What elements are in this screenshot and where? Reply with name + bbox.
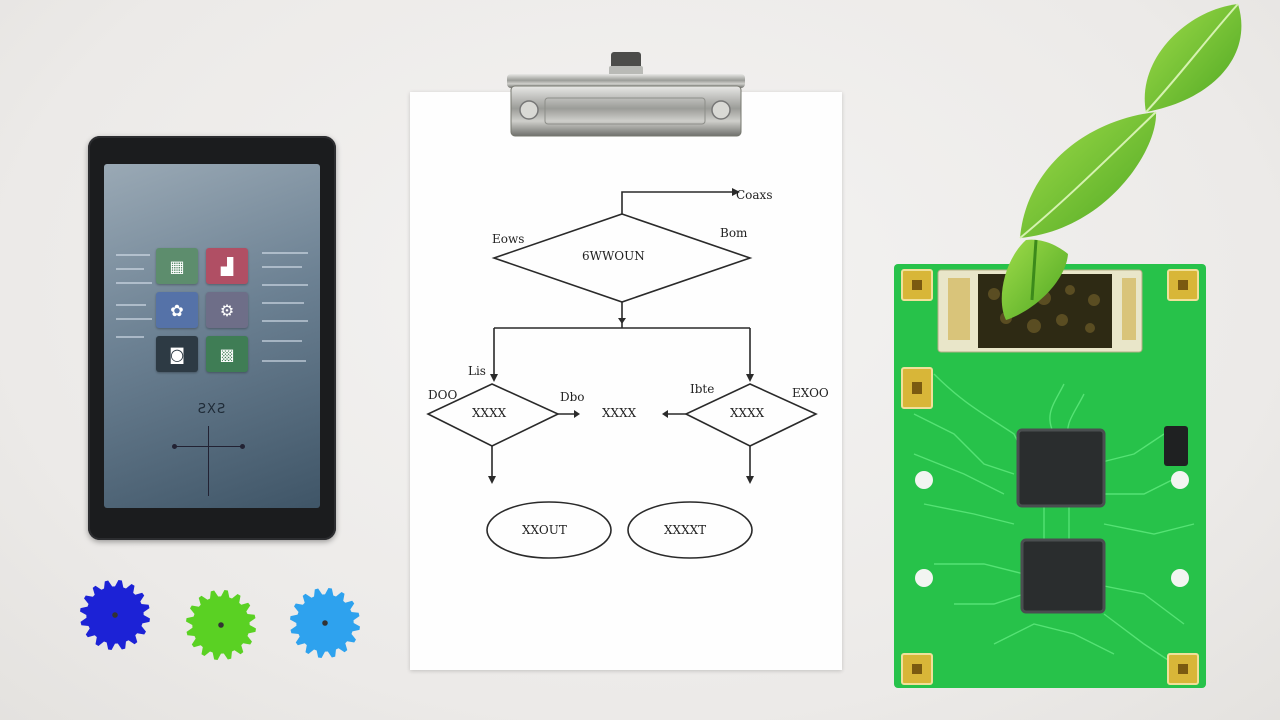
camera-icon[interactable]: ◙ <box>156 336 198 372</box>
gear-green-icon <box>186 590 256 660</box>
right-decision-right-label: EXOO <box>792 386 829 400</box>
top-right-side-label: Bom <box>720 226 748 240</box>
decision-top-text: 6WWOUN <box>582 249 645 263</box>
terminal-right-text: XXXXT <box>664 523 707 537</box>
terminal-left-text: XXOUT <box>522 523 567 537</box>
chip-top <box>1016 428 1106 508</box>
middle-text: XXXX <box>602 406 637 420</box>
circuit-board <box>894 264 1206 688</box>
flower-icon[interactable]: ✿ <box>156 292 198 328</box>
screen-label: ƧXƧ <box>197 402 227 417</box>
left-arrow-label: Lis <box>468 364 486 378</box>
gear-icon[interactable]: ⚙ <box>206 292 248 328</box>
chip-bottom <box>1020 538 1106 614</box>
tablet: ▦ ▟ ✿ ⚙ ◙ ▩ ƧXƧ <box>88 136 336 540</box>
crosshair-horizontal <box>174 446 244 447</box>
left-decision-left-label: DOO <box>428 388 458 402</box>
right-decision-text: XXXX <box>730 406 765 420</box>
flowchart-lines <box>426 188 818 559</box>
plant-leaves <box>1001 3 1242 320</box>
top-right-label: Coaxs <box>736 188 773 202</box>
left-decision-right-label: Dbo <box>560 390 585 404</box>
right-arrow-label: Ibte <box>690 382 715 396</box>
gear-cyan-icon <box>290 588 360 658</box>
clipboard-clip <box>507 52 745 137</box>
left-decision-text: XXXX <box>472 406 507 420</box>
flowchart-paper: Coaxs Eows Bom 6WWOUN Lis Ibte DOO XXXX … <box>410 92 842 670</box>
chart-icon[interactable]: ▟ <box>206 248 248 284</box>
grid-icon[interactable]: ▦ <box>156 248 198 284</box>
top-left-label: Eows <box>492 232 525 246</box>
qr-icon[interactable]: ▩ <box>206 336 248 372</box>
tablet-screen: ▦ ▟ ✿ ⚙ ◙ ▩ ƧXƧ <box>104 164 320 508</box>
crosshair-vertical <box>208 426 209 496</box>
gear-blue-icon <box>80 580 150 650</box>
